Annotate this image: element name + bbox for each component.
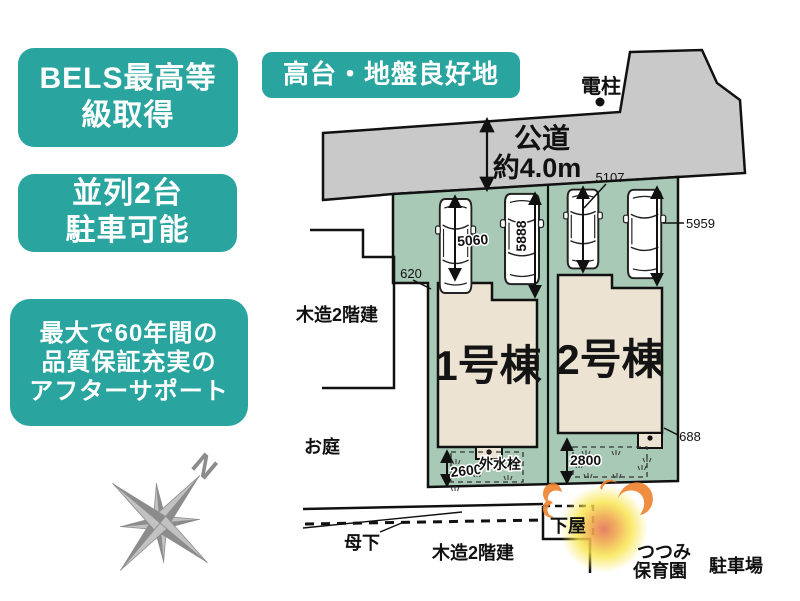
building-2-footprint	[556, 273, 664, 435]
badge-bels-line2: 級取得	[81, 98, 175, 132]
building-1-footprint	[436, 281, 539, 449]
badge-good-ground: 高台・地盤良好地	[262, 52, 520, 98]
parking-lot-label: 駐車場	[709, 555, 763, 576]
lower-roof-label: 下屋	[550, 516, 586, 536]
building-1-label: 1号棟	[434, 342, 542, 389]
utility-pole-dot	[595, 97, 605, 107]
leader-620	[412, 279, 432, 290]
car-4	[622, 188, 667, 280]
badge-after-support: 最大で60年間の 品質保証充実の アフターサポート	[10, 299, 248, 426]
utility-pole-label: 電柱	[581, 74, 621, 98]
garden-label: お庭	[304, 436, 340, 457]
wood2f-top-label: 木造2階建	[295, 304, 378, 325]
boundary-dashed-line	[304, 518, 544, 526]
dim-5888: 5888	[513, 220, 529, 251]
flame-glow	[542, 479, 653, 573]
leader-5107	[583, 183, 607, 209]
leader-688	[663, 427, 679, 436]
road-surface	[321, 48, 747, 202]
haha-leader	[379, 521, 405, 533]
compass-north-label: N	[185, 447, 223, 486]
dim-620: 620	[400, 266, 422, 281]
badge-parallel-parking: 並列2台 駐車可能	[18, 174, 237, 252]
grass-tufts	[450, 450, 652, 492]
neighbor-line-diagonal	[302, 511, 463, 529]
road-width-label: 約4.0m	[493, 152, 582, 183]
neighbor-building-outline-top	[310, 228, 396, 390]
haha-label: 母下	[344, 533, 380, 553]
badge-ground-label: 高台・地盤良好地	[282, 59, 499, 90]
dim-5959: 5959	[686, 216, 715, 231]
dim-5060: 5060	[457, 231, 489, 249]
dim-2600: 2600	[450, 461, 483, 480]
nursery-label-line2: 保育園	[632, 560, 687, 581]
garden-dashed-box-2	[572, 446, 648, 478]
badge-support-line3: アフターサポート	[29, 378, 229, 406]
compass-star	[112, 475, 208, 571]
badge-bels: BELS最高等 級取得	[18, 48, 238, 147]
badge-parking-line1: 並列2台	[72, 177, 183, 211]
badge-support-line2: 品質保証充実の	[41, 348, 217, 376]
nursery-label-line1: つつみ	[637, 542, 691, 562]
dim-5107: 5107	[596, 170, 625, 185]
wood2f-bottom-label: 木造2階建	[431, 542, 514, 563]
building-2-porch-dot	[647, 435, 653, 441]
dim-2800: 2800	[570, 452, 601, 468]
building-2-label: 2号棟	[556, 336, 664, 383]
neighbor-line-bottom	[302, 502, 544, 511]
badge-bels-line1: BELS最高等	[39, 61, 217, 95]
badge-parking-line2: 駐車可能	[65, 214, 190, 247]
dim-688: 688	[679, 429, 701, 444]
garden-dashed-box-1	[450, 451, 524, 483]
road-name-label: 公道	[514, 122, 570, 154]
badge-support-line1: 最大で60年間の	[39, 319, 219, 347]
faucet-label: 外水栓	[479, 456, 521, 472]
compass-rose: N	[112, 447, 223, 571]
